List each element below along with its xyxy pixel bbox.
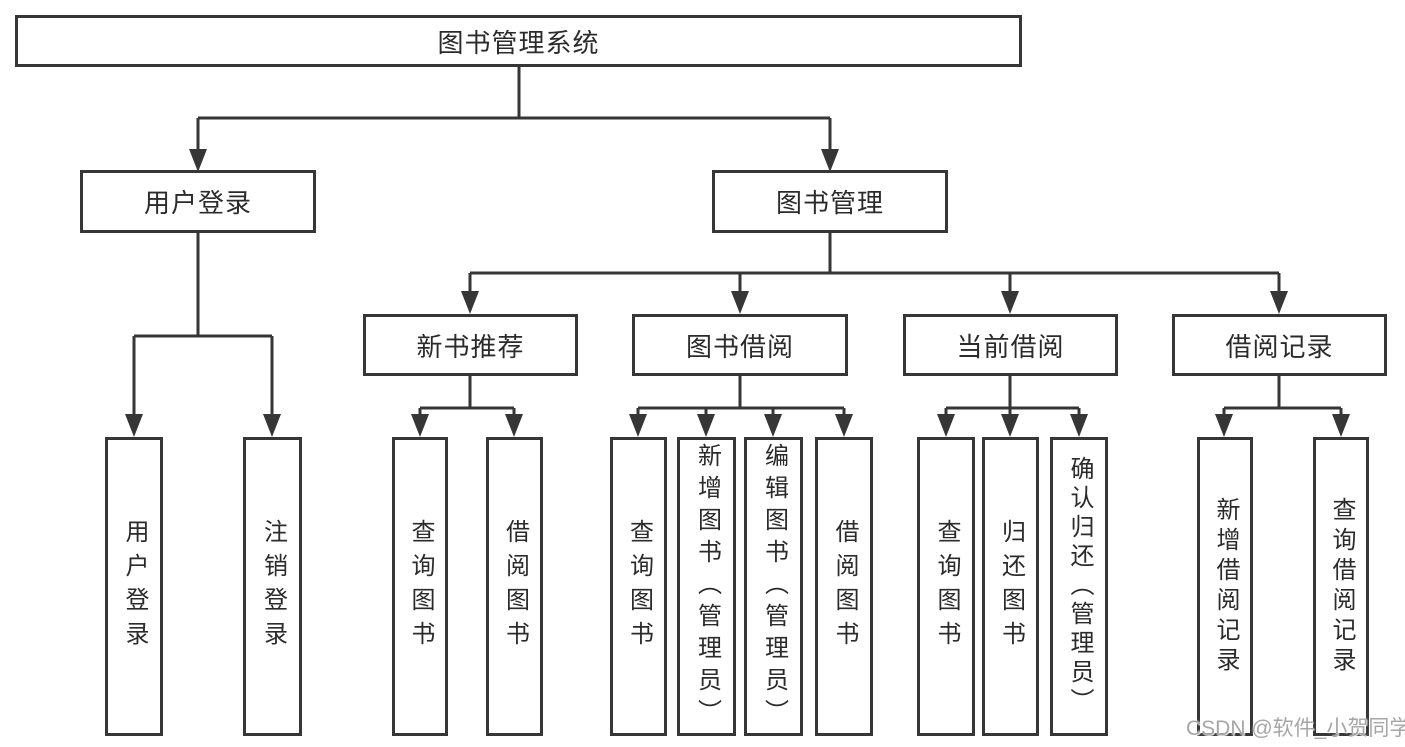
node-label: 查询借阅记录	[1328, 496, 1355, 677]
node-label: 查询图书	[625, 518, 653, 655]
node-confirm-return-admin: 确认归还（管理员）	[1050, 437, 1108, 736]
node-new-book-recommendation: 新书推荐	[363, 314, 578, 376]
node-user-login: 用户登录	[80, 170, 316, 233]
node-borrowing-records: 借阅记录	[1172, 314, 1387, 376]
node-label: 借阅图书	[831, 518, 858, 655]
node-recommend-borrow-books: 借阅图书	[486, 437, 543, 736]
arrowhead-icon	[1270, 291, 1288, 314]
arrowhead-icon	[764, 414, 782, 437]
arrowhead-icon	[1001, 291, 1019, 314]
arrowhead-icon	[821, 149, 839, 172]
arrowhead-icon	[461, 291, 479, 314]
node-label: 用户登录	[143, 188, 252, 218]
node-label: 归还图书	[997, 518, 1025, 655]
node-label: 新书推荐	[416, 331, 525, 362]
node-borrowing-borrow-books: 借阅图书	[815, 437, 873, 736]
arrowhead-icon	[731, 291, 749, 314]
arrowhead-icon	[411, 414, 429, 437]
arrowhead-icon	[1070, 414, 1088, 437]
node-logout-action: 注销登录	[243, 437, 302, 736]
node-edit-books-admin: 编辑图书（管理员）	[744, 437, 803, 736]
node-label: 用户登录	[121, 518, 148, 655]
node-label: 查询图书	[933, 518, 960, 655]
arrowhead-icon	[263, 414, 281, 437]
node-recommend-search-books: 查询图书	[392, 437, 448, 736]
arrowhead-icon	[835, 414, 853, 437]
csdn-watermark: CSDN @软件_小贺同学	[1186, 717, 1405, 740]
node-add-borrow-record: 新增借阅记录	[1197, 437, 1253, 736]
node-search-borrow-record: 查询借阅记录	[1313, 437, 1369, 736]
node-label: 图书借阅	[685, 331, 794, 362]
node-current-search-books: 查询图书	[917, 437, 975, 736]
arrowhead-icon	[1215, 414, 1233, 437]
arrowhead-icon	[697, 414, 715, 437]
node-current-borrowing: 当前借阅	[903, 314, 1118, 376]
node-return-books: 归还图书	[982, 437, 1039, 736]
node-label: 新增借阅记录	[1212, 496, 1239, 677]
node-book-borrowing: 图书借阅	[632, 314, 848, 376]
arrowhead-icon	[189, 149, 207, 172]
arrowhead-icon	[125, 414, 143, 437]
arrowhead-icon	[1332, 414, 1350, 437]
arrowhead-icon	[937, 414, 955, 437]
node-label: 查询图书	[407, 518, 434, 655]
node-label: 借阅图书	[501, 518, 529, 655]
node-borrowing-search-books: 查询图书	[610, 437, 667, 736]
arrowhead-icon	[505, 414, 523, 437]
tree-edges	[132, 67, 1343, 417]
arrowhead-icon	[1001, 414, 1019, 437]
node-label: 图书管理系统	[437, 27, 600, 58]
node-label: 当前借阅	[956, 331, 1065, 362]
node-book-management: 图书管理	[712, 170, 948, 233]
node-library-management-system: 图书管理系统	[15, 15, 1022, 67]
arrowheads	[125, 149, 1350, 437]
node-label: 编辑图书（管理员）	[760, 442, 788, 731]
node-label: 借阅记录	[1225, 331, 1334, 362]
node-add-books-admin: 新增图书（管理员）	[677, 437, 736, 736]
arrowhead-icon	[629, 414, 647, 437]
node-label: 注销登录	[259, 518, 287, 655]
node-label: 确认归还（管理员）	[1066, 456, 1093, 717]
node-label: 图书管理	[775, 188, 884, 218]
node-user-login-action: 用户登录	[105, 437, 163, 736]
node-label: 新增图书（管理员）	[693, 442, 721, 731]
